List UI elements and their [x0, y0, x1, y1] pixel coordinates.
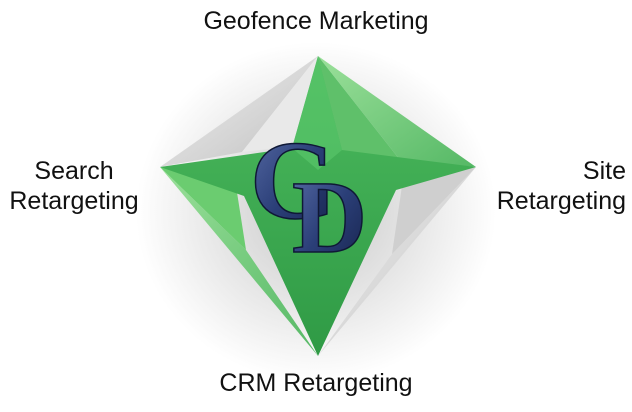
label-geofence-marketing: Geofence Marketing [0, 6, 632, 36]
diamond-facet-top-right [318, 56, 476, 167]
label-crm-retargeting-text: CRM Retargeting [219, 369, 413, 397]
diamond-facet-top-left [160, 56, 318, 167]
diamond-facet-bottom-right [318, 167, 476, 356]
diamond-star-highlight [292, 56, 342, 170]
label-search-retargeting: Search Retargeting [4, 156, 144, 216]
logo-letter-g: G [250, 119, 337, 243]
diamond-facet-right-bottom [392, 167, 476, 254]
diamond-facet-right-top [318, 56, 400, 160]
diamond-star [160, 56, 476, 356]
label-site-retargeting-line1: Site [582, 157, 626, 185]
label-search-retargeting-line2: Retargeting [9, 187, 139, 215]
label-site-retargeting: Site Retargeting [486, 156, 626, 216]
diamond-facet-bottom-left [160, 167, 318, 356]
label-search-retargeting-line1: Search [34, 157, 114, 185]
logo-letter-d: D [292, 160, 367, 275]
label-geofence-marketing-text: Geofence Marketing [203, 7, 429, 35]
label-crm-retargeting: CRM Retargeting [0, 368, 632, 398]
label-site-retargeting-line2: Retargeting [496, 187, 626, 215]
